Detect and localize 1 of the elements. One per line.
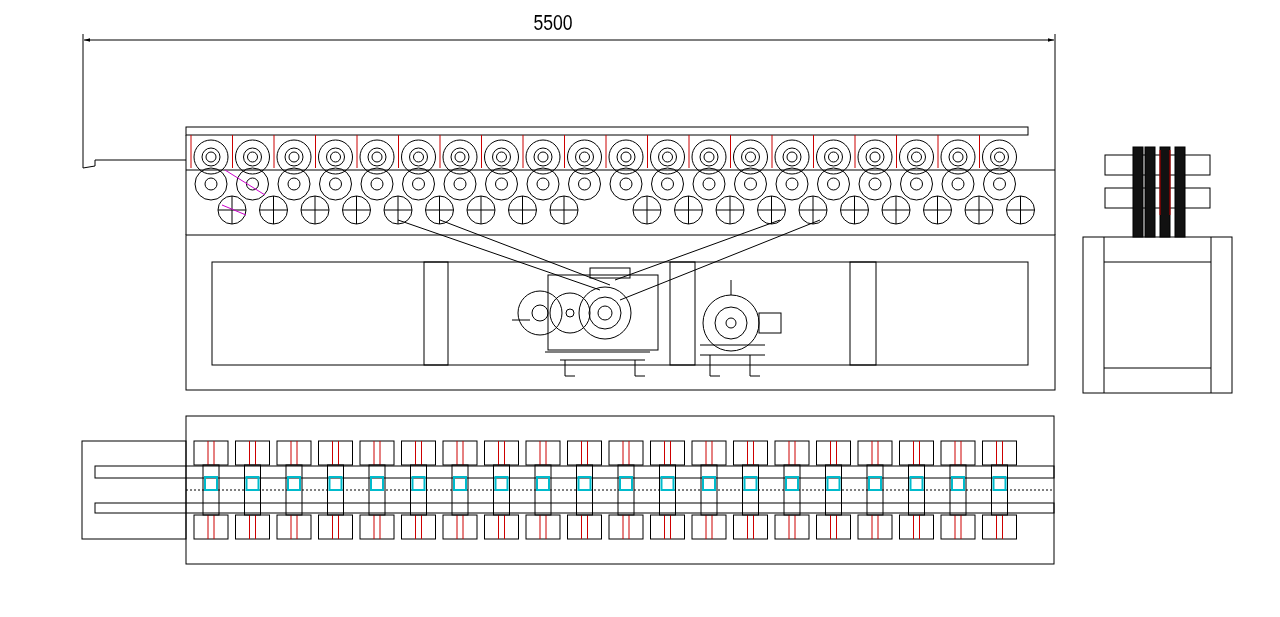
dimension-label: 5500 <box>532 10 574 36</box>
